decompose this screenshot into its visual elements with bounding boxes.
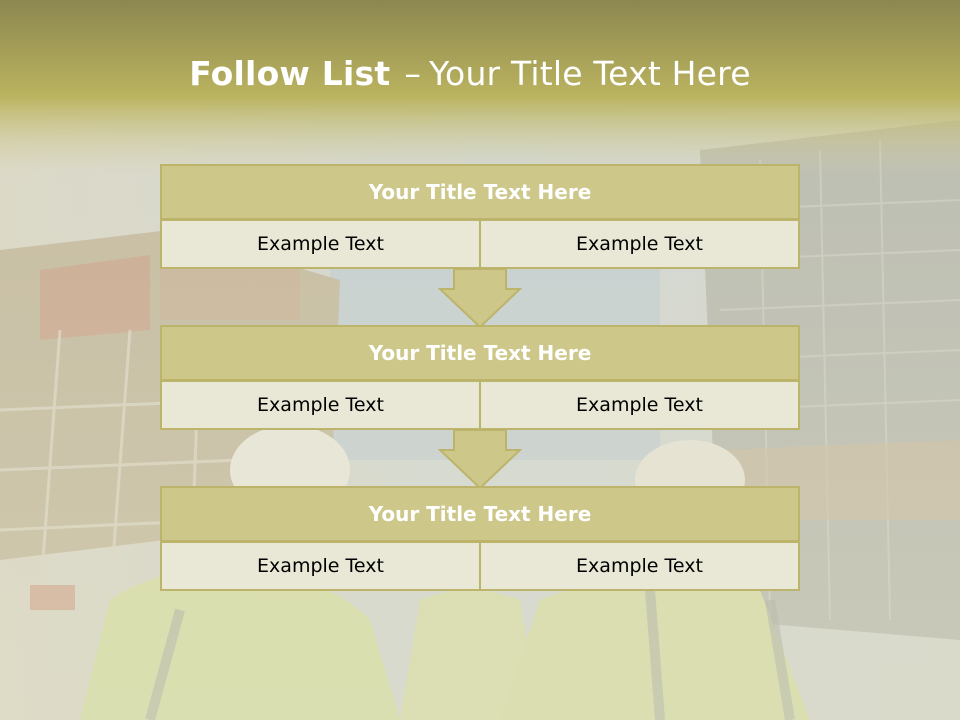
list-block-3: Your Title Text Here Example Text Exampl… [160,486,800,591]
block-cell-right: Example Text [479,219,800,269]
slide-title: Follow List–Your Title Text Here [0,54,940,93]
slide-title-bold: Follow List [189,54,391,93]
block-row: Example Text Example Text [160,541,800,591]
block-cell-right: Example Text [479,541,800,591]
slide-title-rest: Your Title Text Here [429,54,751,93]
block-row: Example Text Example Text [160,219,800,269]
block-cell-left: Example Text [160,380,481,430]
slide-title-dash: – [404,54,422,93]
block-row: Example Text Example Text [160,380,800,430]
list-block-1: Your Title Text Here Example Text Exampl… [160,164,800,269]
down-arrow-1 [438,269,522,329]
block-title: Your Title Text Here [160,164,800,220]
block-title: Your Title Text Here [160,325,800,381]
block-cell-left: Example Text [160,541,481,591]
block-cell-left: Example Text [160,219,481,269]
list-block-2: Your Title Text Here Example Text Exampl… [160,325,800,430]
down-arrow-2 [438,430,522,490]
block-title: Your Title Text Here [160,486,800,542]
block-cell-right: Example Text [479,380,800,430]
